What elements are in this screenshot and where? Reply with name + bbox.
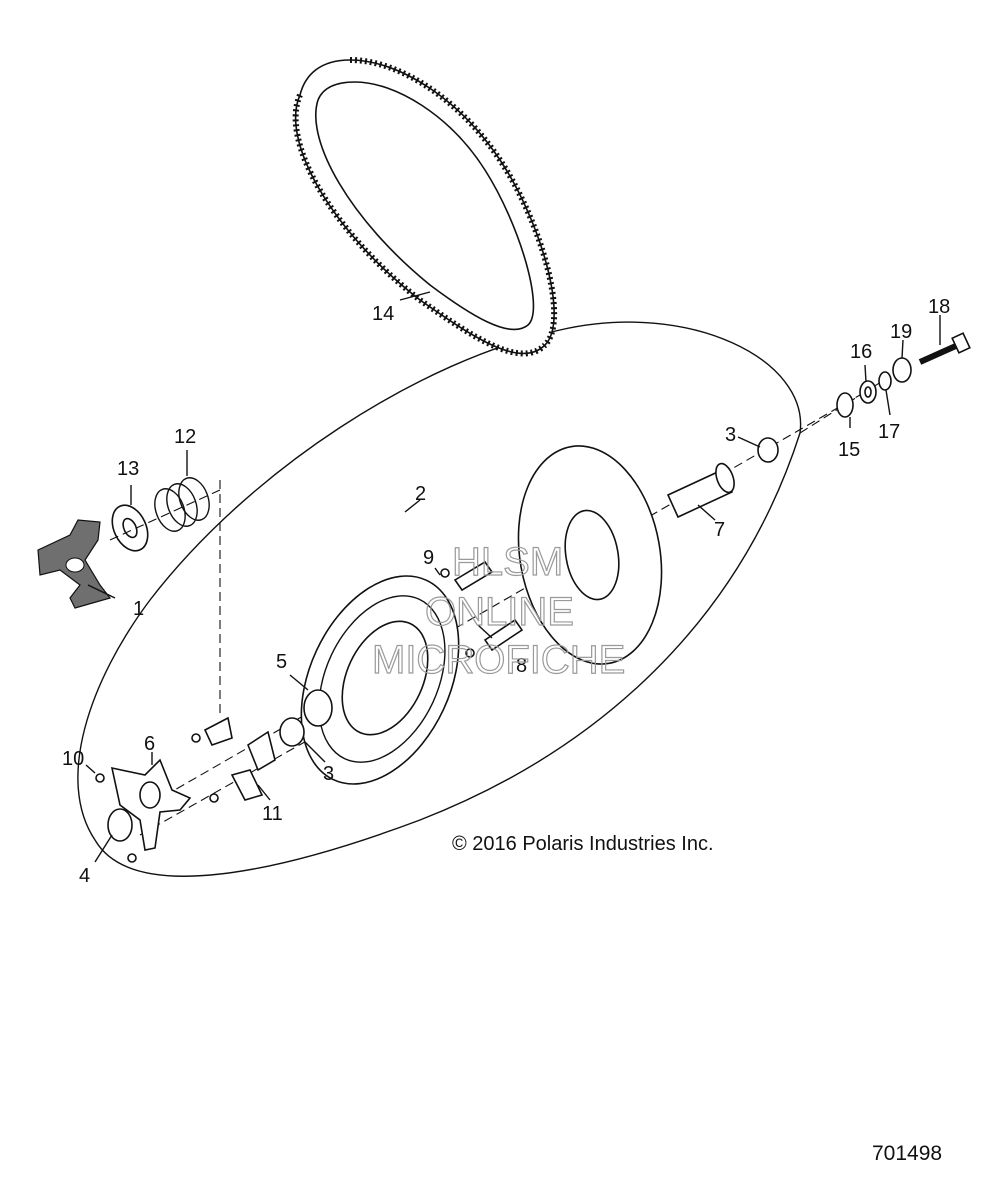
watermark-line-3: MICROFICHE bbox=[372, 638, 625, 682]
document-number: 701498 bbox=[872, 1142, 942, 1165]
washer-part bbox=[111, 504, 149, 552]
axis-line-upper bbox=[109, 489, 221, 541]
label-part-13: 13 bbox=[117, 458, 139, 480]
sheave-rear-part bbox=[517, 445, 663, 665]
label-part-7: 7 bbox=[714, 519, 725, 541]
bushing-4-part bbox=[107, 808, 133, 842]
label-part-19: 19 bbox=[890, 321, 912, 343]
weight-part bbox=[203, 716, 276, 801]
label-part-10: 10 bbox=[62, 748, 84, 770]
roller-part bbox=[440, 560, 524, 658]
bushing-part-upper bbox=[757, 437, 779, 463]
sheave-front-part bbox=[300, 575, 460, 785]
label-part-6: 6 bbox=[144, 733, 155, 755]
bushing-5-part bbox=[303, 689, 333, 727]
label-part-5: 5 bbox=[276, 651, 287, 673]
label-part-3-lower: 3 bbox=[323, 763, 334, 785]
sleeve-part bbox=[666, 462, 735, 519]
leader-lines bbox=[85, 291, 941, 863]
copyright-text: © 2016 Polaris Industries Inc. bbox=[452, 833, 714, 855]
label-part-9: 9 bbox=[423, 547, 434, 569]
label-part-2: 2 bbox=[415, 483, 426, 505]
label-part-14: 14 bbox=[372, 303, 394, 325]
label-part-12: 12 bbox=[174, 426, 196, 448]
bushing-part-lower bbox=[279, 717, 305, 747]
label-part-8: 8 bbox=[516, 655, 527, 677]
label-part-4: 4 bbox=[79, 865, 90, 887]
screw-part bbox=[95, 733, 219, 863]
spring-part bbox=[154, 477, 210, 532]
assembly-outline bbox=[77, 321, 802, 877]
label-part-17: 17 bbox=[878, 421, 900, 443]
spider-hub-part bbox=[110, 758, 192, 851]
spider-part bbox=[37, 519, 112, 609]
label-part-1: 1 bbox=[133, 598, 144, 620]
axis-line-main bbox=[139, 394, 861, 811]
label-part-15: 15 bbox=[838, 439, 860, 461]
watermark-line-1: HLSM bbox=[452, 540, 563, 584]
drive-belt bbox=[292, 57, 558, 357]
label-part-3-upper: 3 bbox=[725, 424, 736, 446]
label-part-16: 16 bbox=[850, 341, 872, 363]
label-part-11: 11 bbox=[262, 803, 283, 825]
label-part-18: 18 bbox=[928, 296, 950, 318]
watermark-line-2: ONLINE bbox=[425, 590, 574, 634]
